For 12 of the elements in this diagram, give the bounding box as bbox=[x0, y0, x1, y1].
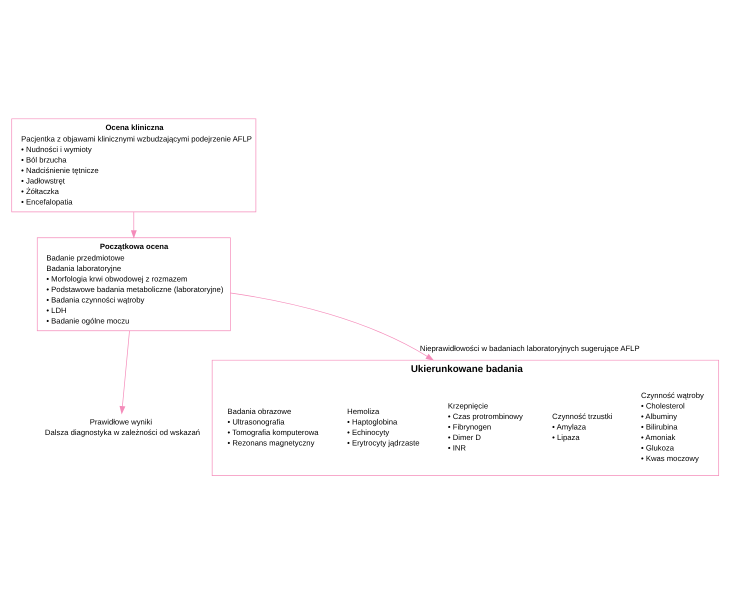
node-box: Początkowa ocena Badanie przedmiotowe Badania laboratoryjne • Morfologia krwi obwodowej z rozmazem • Podstawowe badania metaboliczne (laboratoryjne) • Badania czynności wątroby • LDH • Badanie ogólne moczu bbox=[36, 237, 231, 332]
node-text: Prawidłowe wyniki Dalsza diagnostyka w zależności od wskazań bbox=[44, 417, 200, 437]
arrow bbox=[130, 212, 137, 239]
node-text: Hemoliza • Haptoglobina • Echinocyty • Erytrocyty jądrzaste bbox=[347, 406, 420, 448]
arrow bbox=[230, 292, 434, 361]
node-text: Czynność trzustki • Amylaza • Lipaza bbox=[552, 412, 612, 442]
node-text: Czynność wątroby • Cholesterol • Albuminy • Bilirubina • Amoniak • Glukoza • Kwas moczowy bbox=[641, 390, 704, 463]
arrow bbox=[120, 330, 130, 414]
node-text: Badania obrazowe • Ultrasonografia • Tomografia komputerowa • Rezonans magnetyczny bbox=[228, 406, 319, 448]
node-text: Krzepnięcie • Czas protrombinowy • Fibrynogen • Dimer D • INR bbox=[448, 401, 523, 452]
edge-label: Nieprawidłowości w badaniach laboratoryjnych sugerujące AFLP bbox=[420, 344, 640, 353]
node-box: Ocena kliniczna Pacjentka z objawami klinicznymi wzbudzającymi podejrzenie AFLP • Nudności i wymioty • Ból brzucha • Nadciśnienie tętnicze • Jadłowstręt • Żółtaczka • Encefalopatia bbox=[11, 118, 256, 212]
